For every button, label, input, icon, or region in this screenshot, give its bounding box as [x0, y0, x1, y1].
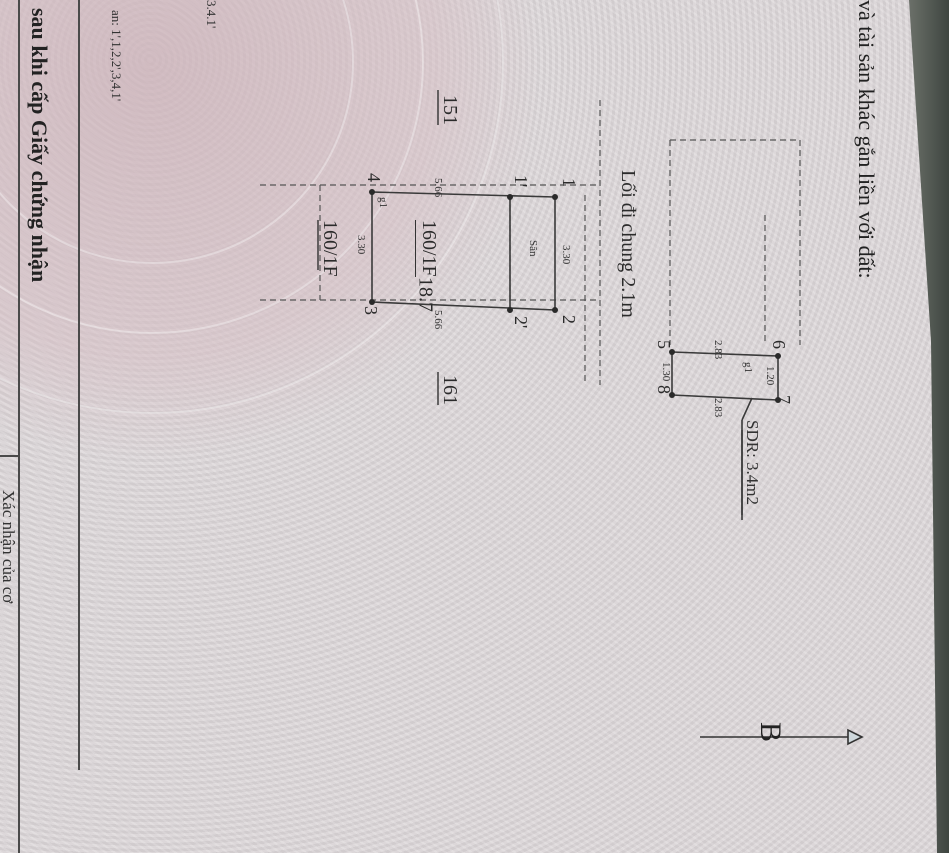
- vertex-label: 6: [769, 340, 789, 349]
- confirmation-column-label: Xác nhận của cơ: [0, 490, 18, 604]
- yard-label: Sân: [527, 240, 539, 257]
- table-border: [0, 455, 18, 457]
- parcel-id-area: 160/1F 18.7: [414, 220, 440, 312]
- table-border: [78, 0, 80, 770]
- vertex-label: 2': [511, 316, 531, 329]
- annex-area-label: SDR: 3.4m2: [743, 420, 762, 506]
- neighbor-parcel-east: 161: [439, 375, 461, 405]
- vertex-label: 4: [364, 173, 384, 182]
- north-arrow-icon: [848, 729, 862, 745]
- parcel-area: 18.7: [414, 276, 437, 312]
- annex-marker: g1: [742, 362, 754, 373]
- margin-note-boundary-sequence: an: 1',1,2,2',3,4,1': [109, 10, 124, 102]
- edge-length: 1.20: [764, 366, 776, 386]
- shared-access-road-label: Lối đi chung 2.1m: [617, 170, 639, 318]
- vertex-label: 5: [654, 340, 674, 349]
- edge-length: 3.30: [355, 235, 367, 255]
- edge-length: 5.66: [432, 178, 444, 198]
- neighbor-parcel-below: 160/1F: [319, 220, 341, 277]
- edge-length: 2.83: [712, 340, 724, 360]
- edge-length: 5.66: [432, 310, 444, 330]
- table-border: [18, 0, 20, 853]
- vertex-label: 2: [559, 315, 579, 324]
- edge-length: 2.83: [712, 398, 724, 418]
- north-compass-letter: B: [754, 721, 788, 743]
- vertex-label: 8: [654, 385, 674, 394]
- margin-note: 3.4.1': [204, 0, 219, 29]
- edge-length: 1.30: [660, 362, 672, 382]
- vertex-label: 1: [559, 178, 579, 187]
- parcel-id: 160/1F: [415, 220, 440, 277]
- vertex-label: 1': [511, 175, 531, 188]
- section-heading: và tài sản khác gắn liền với đất:: [854, 0, 879, 279]
- section-title-after-issue: sau khi cấp Giấy chứng nhận: [27, 8, 52, 283]
- vertex-label: 3: [361, 306, 381, 315]
- neighbor-parcel-west: 151: [439, 95, 461, 125]
- parcel-marker: g1: [377, 197, 389, 208]
- vertex-label: 7: [774, 395, 794, 404]
- edge-length: 3.30: [560, 245, 572, 265]
